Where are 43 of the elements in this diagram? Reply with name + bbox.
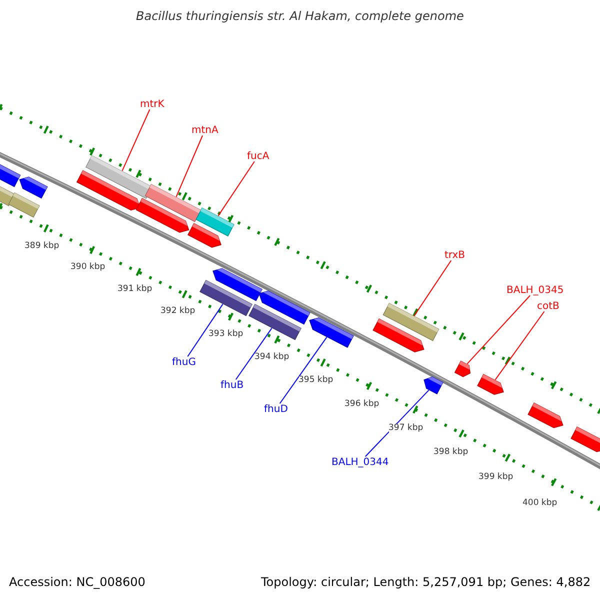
- gene-bar: [144, 184, 202, 222]
- gene-bar: [382, 302, 440, 342]
- leader-line: [187, 304, 224, 357]
- gene-label: BALH_0344: [332, 456, 389, 468]
- footer-text: Accession: NC_008600: [9, 576, 146, 589]
- gene-label: mtrK: [140, 98, 164, 110]
- gene-label: mtnA: [192, 124, 218, 136]
- leader-line: [494, 311, 545, 380]
- gene-label: cotB: [537, 300, 560, 312]
- leader-line: [414, 260, 452, 316]
- scale-label: 389 kbp: [24, 242, 60, 251]
- leader-line: [235, 328, 272, 380]
- scale-label: 397 kbp: [388, 424, 424, 433]
- footer-text: Topology: circular; Length: 5,257,091 bp; Genes: 4,882: [261, 576, 591, 589]
- scale-label: 400 kbp: [522, 498, 558, 508]
- scale-label: 390 kbp: [70, 262, 106, 272]
- scale-label: 398 kbp: [434, 448, 468, 457]
- gene-label: trxB: [444, 250, 466, 260]
- leader-line: [364, 390, 430, 457]
- leader-line: [279, 336, 328, 404]
- title: Bacillus thuringiensis str. Al Hakam, complete genome: [136, 10, 464, 24]
- leader-line: [218, 161, 255, 216]
- gene-label: fhuG: [172, 356, 196, 368]
- gene-bar: [85, 155, 153, 199]
- gene-bar: [196, 208, 234, 236]
- gene-feature: [477, 374, 504, 395]
- gene-label: fhuB: [220, 380, 244, 390]
- scale-label: 395 kbp: [298, 376, 334, 385]
- gene-feature: [424, 376, 444, 394]
- scale-label: 393 kbp: [208, 330, 244, 339]
- leader-line: [176, 135, 204, 198]
- gene-bar: [200, 280, 252, 316]
- scale-label: 396 kbp: [344, 400, 380, 409]
- gene-label: BALH_0345: [506, 284, 564, 296]
- scale-label: 399 kbp: [478, 472, 514, 482]
- leader-line: [122, 109, 150, 172]
- gene-label: fhuD: [264, 404, 288, 414]
- leader-line: [466, 295, 531, 364]
- gene-label: fucA: [247, 150, 270, 162]
- gene-bar: [248, 304, 302, 340]
- gene-feature: [454, 360, 471, 378]
- scale-label: 394 kbp: [254, 352, 290, 362]
- scale-label: 391 kbp: [118, 284, 152, 294]
